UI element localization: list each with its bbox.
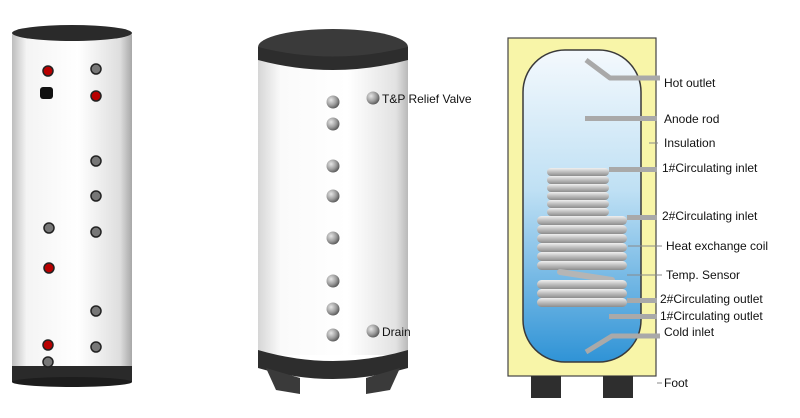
cold-inlet-pipe bbox=[584, 333, 660, 355]
middle-port bbox=[326, 231, 340, 245]
cutaway-diagram: Hot outlet Anode rod Insulation 1#Circul… bbox=[507, 37, 768, 398]
middle-tank-bottom-band bbox=[258, 350, 408, 379]
left-port-red bbox=[43, 262, 55, 274]
middle-port bbox=[326, 95, 340, 109]
circ-outlet-2-pipe bbox=[627, 298, 657, 303]
left-tank-body bbox=[12, 30, 132, 375]
left-tank-top-cap bbox=[12, 25, 132, 41]
middle-port bbox=[326, 274, 340, 288]
left-port-red bbox=[90, 90, 102, 102]
left-port-grey bbox=[90, 226, 102, 238]
left-port-grey bbox=[90, 155, 102, 167]
cold-inlet-label: Cold inlet bbox=[664, 325, 715, 339]
left-port-grey bbox=[42, 356, 54, 368]
upper-heat-exchange-coil bbox=[547, 168, 609, 216]
left-port-black-cap bbox=[40, 87, 53, 99]
leader-lines bbox=[627, 142, 662, 384]
left-port-red bbox=[42, 339, 54, 351]
left-tank-ports bbox=[40, 63, 102, 368]
left-tank-bottom-cap bbox=[12, 377, 132, 387]
hot-outlet-pipe bbox=[584, 58, 660, 81]
left-port-grey bbox=[90, 341, 102, 353]
middle-port-tp-relief bbox=[366, 91, 380, 105]
left-port-grey bbox=[43, 222, 55, 234]
left-port-grey bbox=[90, 305, 102, 317]
middle-port bbox=[326, 189, 340, 203]
left-port-grey bbox=[90, 190, 102, 202]
foot-left bbox=[531, 376, 561, 398]
middle-tank-top-rim bbox=[258, 47, 408, 70]
lower-heat-exchange-coil bbox=[537, 216, 627, 307]
middle-tank-foot-right bbox=[366, 368, 400, 394]
middle-tank: T&P Relief Valve Drain bbox=[258, 29, 472, 394]
temp-sensor-label: Temp. Sensor bbox=[666, 268, 740, 282]
left-port-red bbox=[42, 65, 54, 77]
middle-port bbox=[326, 302, 340, 316]
middle-port-drain bbox=[366, 324, 380, 338]
hot-outlet-label: Hot outlet bbox=[664, 76, 716, 90]
circ-inlet-2-label: 2#Circulating inlet bbox=[662, 209, 758, 223]
left-tank bbox=[12, 25, 132, 387]
circ-inlet-1-pipe bbox=[609, 167, 657, 172]
drain-label: Drain bbox=[382, 325, 411, 339]
foot-label: Foot bbox=[664, 376, 689, 390]
circ-outlet-1-pipe bbox=[609, 314, 657, 319]
circ-outlet-2-label: 2#Circulating outlet bbox=[660, 292, 763, 306]
middle-tank-foot-left bbox=[266, 368, 300, 394]
heat-exchange-coil-label: Heat exchange coil bbox=[666, 239, 768, 253]
middle-port bbox=[326, 117, 340, 131]
circ-inlet-1-label: 1#Circulating inlet bbox=[662, 161, 758, 175]
circ-inlet-2-pipe bbox=[627, 215, 657, 220]
insulation-label: Insulation bbox=[664, 136, 715, 150]
tp-relief-valve-label: T&P Relief Valve bbox=[382, 92, 472, 106]
foot-right bbox=[603, 376, 633, 398]
anode-rod bbox=[585, 116, 657, 121]
circ-outlet-1-label: 1#Circulating outlet bbox=[660, 309, 763, 323]
middle-tank-ports bbox=[326, 91, 380, 342]
anode-rod-label: Anode rod bbox=[664, 112, 719, 126]
middle-port bbox=[326, 159, 340, 173]
middle-port bbox=[326, 328, 340, 342]
left-port-grey bbox=[90, 63, 102, 75]
